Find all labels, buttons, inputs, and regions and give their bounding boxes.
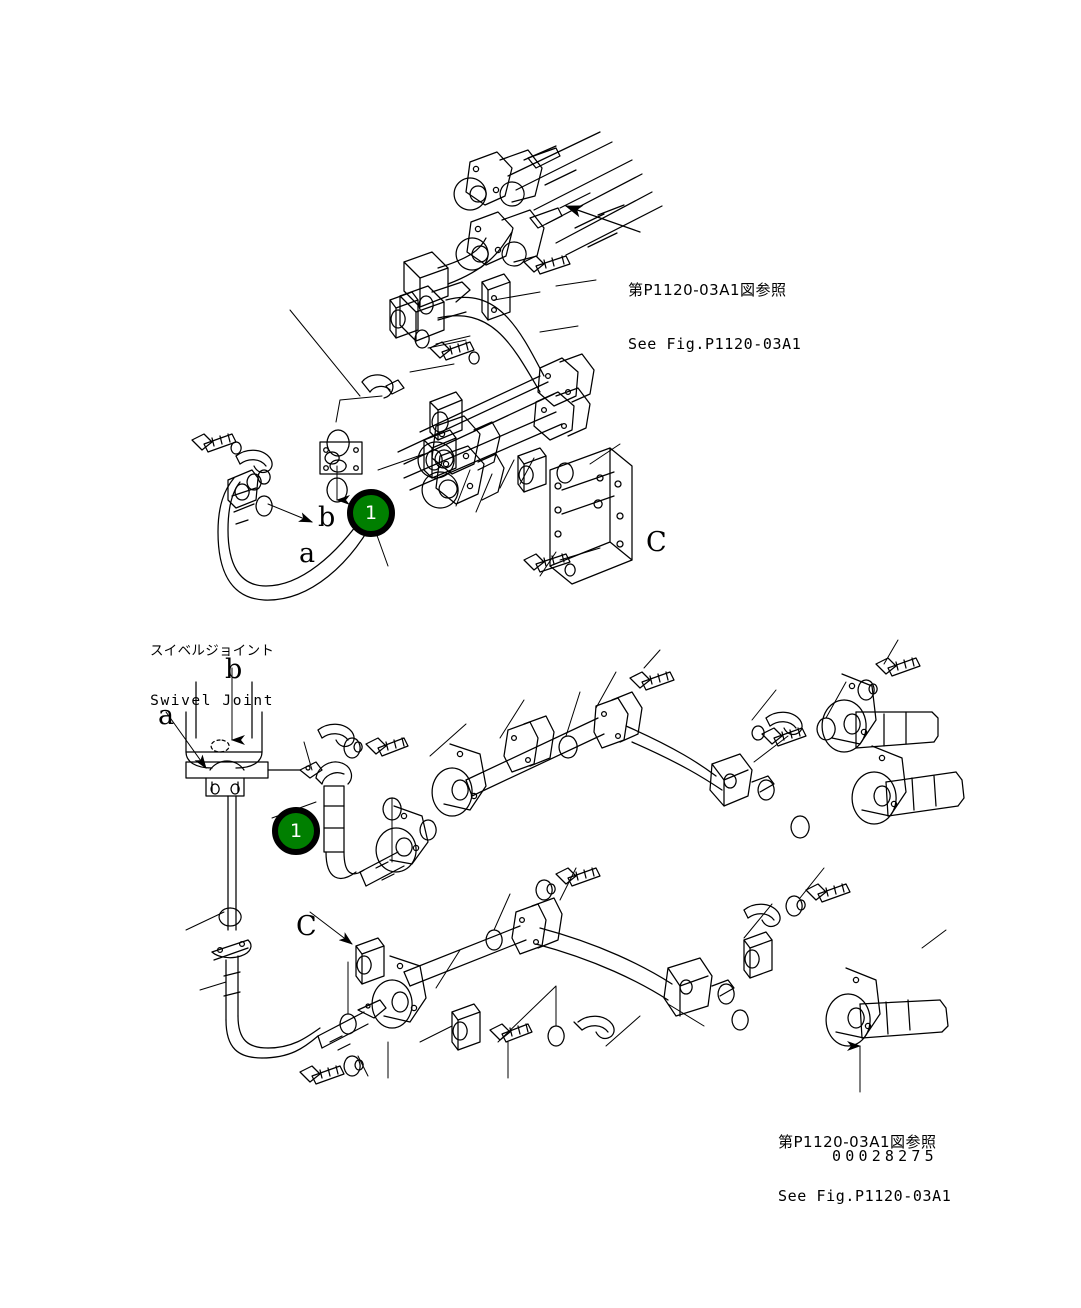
- leader-lines-lower: [165, 639, 947, 1093]
- reference-note-top-en: See Fig.P1120-03A1: [628, 334, 802, 353]
- flange-joint-center-upper: [417, 415, 505, 509]
- gasket-plate-upper: [319, 441, 363, 475]
- section-letter-a-lower: a: [158, 700, 175, 731]
- lower-assembly: [165, 639, 965, 1093]
- manifold-block-upper: [399, 251, 471, 349]
- hose-item-1-lower: [227, 795, 237, 931]
- leader-ref-top: [564, 205, 641, 233]
- bolt-washer-lower: [299, 657, 921, 1085]
- swivel-joint-body: [185, 681, 301, 797]
- clamp-block-lower: [355, 931, 773, 1051]
- clamp-upper-left: [235, 449, 273, 474]
- mounting-bracket-upper: [549, 447, 633, 585]
- bolt-upper-bracket: [523, 553, 576, 577]
- flanged-tube-right-1: [821, 673, 939, 753]
- section-letter-b-upper: b: [318, 502, 336, 533]
- section-letter-c-upper: C: [646, 527, 667, 558]
- tube-angled-bottom: [317, 999, 387, 1051]
- hydraulic-hose-upper: [437, 231, 545, 393]
- hose-bundle-upper-right: [507, 131, 663, 256]
- flanged-tube-right-3: [825, 967, 949, 1047]
- swivel-joint-label-en: Swivel Joint: [150, 692, 275, 709]
- leader-lines-upper: [267, 279, 621, 577]
- tube-assembly-upper: [397, 375, 563, 491]
- upper-assembly: [191, 131, 663, 601]
- reference-note-top-jp: 第P1120-03A1図参照: [628, 280, 787, 299]
- bolt-washer-upper-mid: [429, 341, 480, 365]
- tube-flange-right-upper: [533, 353, 595, 441]
- drawing-number: 00028275: [832, 1147, 938, 1165]
- tube-run-lower-3: [371, 897, 735, 1029]
- flanged-tube-right-2: [851, 745, 965, 825]
- hose-clamp-lower: [317, 711, 803, 1040]
- swivel-joint-label-jp: スイベルジョイント: [150, 643, 275, 660]
- swivel-joint-label: スイベルジョイント Swivel Joint: [150, 611, 274, 743]
- bolt-upper-right-top: [523, 255, 571, 275]
- balloon-number: 1: [289, 820, 303, 842]
- vertical-tube-lower-left: [211, 939, 321, 1059]
- section-letter-a-upper: a: [299, 538, 316, 569]
- elbow-fitting-upper: [361, 374, 405, 399]
- tube-flange-lower-left: [359, 805, 429, 887]
- hose-item-1-upper: [217, 469, 381, 601]
- tube-run-lower-1: [431, 691, 643, 817]
- tube-run-lower-2: [625, 725, 775, 807]
- reference-note-bottom-en: See Fig.P1120-03A1: [778, 1186, 952, 1205]
- balloon-callout-1-lower[interactable]: 1: [272, 807, 320, 855]
- reference-note-bottom-jp: 第P1120-03A1図参照: [778, 1132, 937, 1151]
- bracket-small-upper: [389, 273, 511, 339]
- hose-flange-cluster-top: [453, 147, 563, 271]
- balloon-number: 1: [364, 502, 378, 524]
- section-letter-c-lower: C: [296, 911, 317, 942]
- reference-note-bottom: 第P1120-03A1図参照 See Fig.P1120-03A1: [778, 1097, 951, 1242]
- reference-note-top: 第P1120-03A1図参照 See Fig.P1120-03A1: [628, 245, 801, 390]
- balloon-callout-1-upper[interactable]: 1: [347, 489, 395, 537]
- section-letter-b-lower: b: [225, 654, 243, 685]
- bolt-upper-left: [191, 433, 242, 455]
